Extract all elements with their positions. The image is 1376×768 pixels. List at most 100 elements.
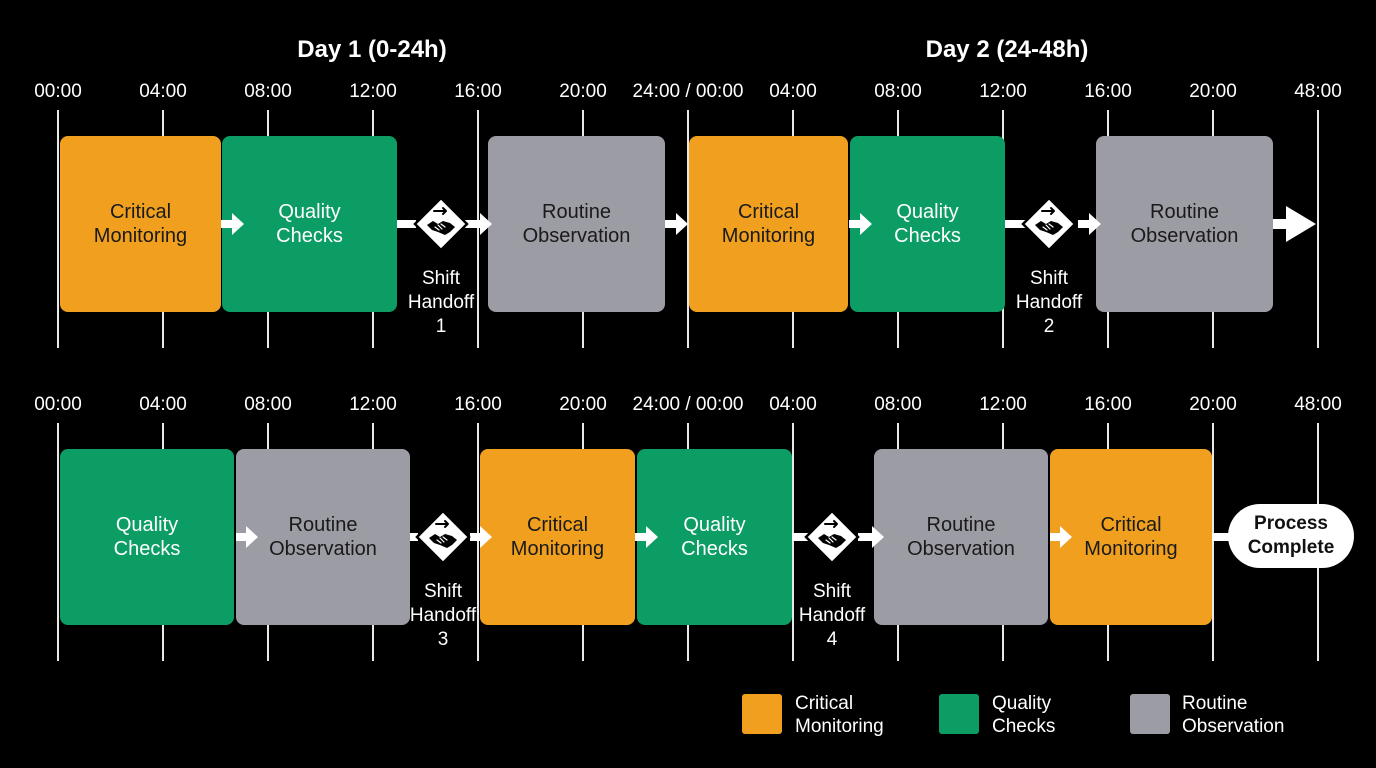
connector-line bbox=[1212, 533, 1232, 541]
handoff-label-line: Shift bbox=[423, 581, 463, 602]
time-gridline bbox=[1317, 110, 1319, 348]
time-tick-label: 48:00 bbox=[1294, 81, 1342, 102]
time-tick-label: 04:00 bbox=[769, 394, 817, 415]
handshake-icon bbox=[804, 509, 860, 565]
legend-label: Checks bbox=[992, 716, 1056, 737]
arrow-right-icon bbox=[465, 213, 492, 235]
handshake-icon bbox=[415, 509, 471, 565]
block-label-line: Routine bbox=[926, 514, 996, 536]
handshake-icon bbox=[413, 196, 469, 252]
time-tick-label: 20:00 bbox=[1189, 81, 1237, 102]
legend-item-quality: Quality Checks bbox=[992, 692, 1055, 738]
time-tick-label: 12:00 bbox=[349, 394, 397, 415]
block-label-line: Critical bbox=[526, 514, 589, 536]
day-2-label: Day 2 (24-48h) bbox=[925, 36, 1089, 63]
block-label-line: Critical bbox=[109, 201, 172, 223]
time-gridline bbox=[477, 110, 479, 348]
time-tick-label: 00:00 bbox=[34, 394, 82, 415]
time-tick-label: 20:00 bbox=[1189, 394, 1237, 415]
time-tick-label: 24:00 / 00:00 bbox=[632, 394, 744, 415]
legend-item-critical: Critical Monitoring bbox=[795, 692, 884, 738]
block-label-line: Checks bbox=[113, 538, 181, 560]
block-label-line: Quality bbox=[896, 201, 959, 223]
block-label-line: Critical bbox=[737, 201, 800, 223]
handoff-label-line: Shift bbox=[421, 268, 461, 289]
handoff-label-line: 3 bbox=[437, 629, 449, 650]
time-tick-label: 08:00 bbox=[244, 81, 292, 102]
time-tick-label: 04:00 bbox=[139, 81, 187, 102]
handoff-label-line: 2 bbox=[1043, 316, 1055, 337]
day-1-label: Day 1 (0-24h) bbox=[297, 36, 447, 63]
legend-item-routine: Routine Observation bbox=[1182, 692, 1284, 738]
time-tick-label: 12:00 bbox=[349, 81, 397, 102]
time-tick-label: 48:00 bbox=[1294, 394, 1342, 415]
arrow-right-icon bbox=[221, 213, 244, 235]
legend-swatch-routine bbox=[1130, 694, 1170, 734]
handshake-icon bbox=[1021, 196, 1077, 252]
handoff-label-line: Handoff bbox=[798, 605, 866, 626]
handoff-label-line: 4 bbox=[826, 629, 838, 650]
block-label-line: Quality bbox=[683, 514, 746, 536]
handoff-label-line: Shift bbox=[812, 581, 852, 602]
time-gridline bbox=[57, 110, 59, 348]
arrow-right-icon bbox=[665, 213, 688, 235]
time-tick-label: 16:00 bbox=[454, 81, 502, 102]
legend-label: Quality bbox=[992, 693, 1052, 714]
time-tick-label: 16:00 bbox=[454, 394, 502, 415]
time-tick-label: 16:00 bbox=[1084, 81, 1132, 102]
block-label-line: Checks bbox=[276, 225, 343, 247]
time-gridline bbox=[57, 423, 59, 661]
legend-label: Critical bbox=[795, 693, 854, 714]
block-label-line: Checks bbox=[681, 538, 748, 560]
connector-line bbox=[410, 533, 418, 541]
connector-line bbox=[1005, 220, 1026, 228]
time-gridline bbox=[477, 423, 479, 661]
block-label-line: Observation bbox=[907, 538, 1015, 560]
arrow-right-icon bbox=[236, 526, 258, 548]
time-tick-label: 12:00 bbox=[979, 81, 1027, 102]
block-label-line: Routine bbox=[542, 201, 611, 223]
handoff-label-line: Shift bbox=[1029, 268, 1069, 289]
time-tick-label: 24:00 / 00:00 bbox=[632, 81, 744, 102]
block-label-line: Observation bbox=[1130, 225, 1239, 247]
block-label-line: Monitoring bbox=[721, 225, 816, 247]
arrow-right-icon bbox=[1078, 213, 1101, 235]
arrow-right-icon bbox=[635, 526, 658, 548]
legend-swatch-quality bbox=[939, 694, 979, 734]
connector-line bbox=[792, 533, 810, 541]
time-tick-label: 08:00 bbox=[244, 394, 292, 415]
block-label-line: Routine bbox=[288, 514, 358, 536]
time-tick-label: 08:00 bbox=[874, 394, 922, 415]
handoff-label-line: Handoff bbox=[407, 292, 475, 313]
time-gridline bbox=[792, 423, 794, 661]
time-tick-label: 00:00 bbox=[34, 81, 82, 102]
arrow-right-icon bbox=[849, 213, 872, 235]
block-label-line: Monitoring bbox=[93, 225, 188, 247]
block-label-line: Quality bbox=[278, 201, 341, 223]
block-label-line: Observation bbox=[269, 538, 377, 560]
time-gridline bbox=[1212, 423, 1214, 661]
connector-line bbox=[397, 220, 416, 228]
time-tick-label: 04:00 bbox=[769, 81, 817, 102]
handoff-label-line: 1 bbox=[435, 316, 447, 337]
pill-label-line: Complete bbox=[1247, 537, 1335, 558]
time-tick-label: 08:00 bbox=[874, 81, 922, 102]
block-label-line: Routine bbox=[1150, 201, 1219, 223]
